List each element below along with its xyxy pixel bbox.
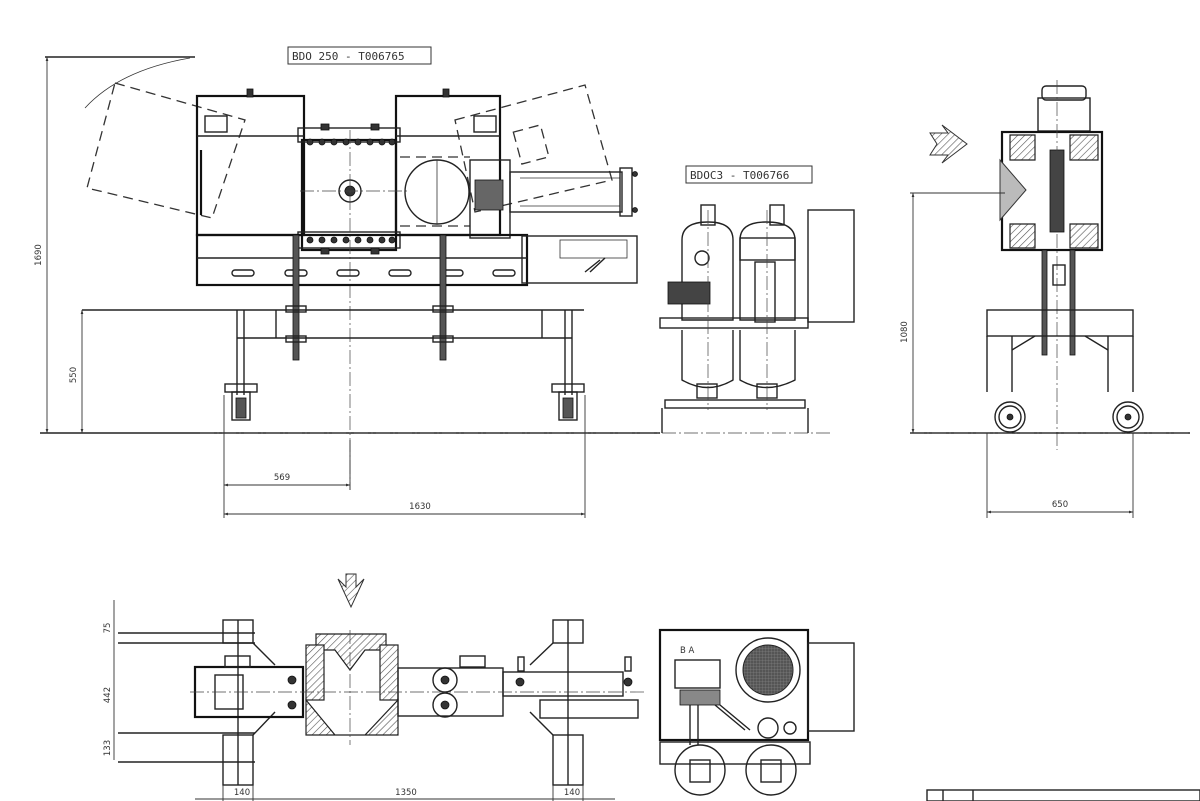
door-swing-left — [86, 82, 246, 219]
dimension-650: 650 — [986, 433, 1134, 518]
swing-arc — [84, 57, 191, 109]
dimension-133: 133 — [103, 740, 113, 756]
dimension-1690: 1690 — [34, 56, 49, 434]
dimension-140-left: 140 — [234, 788, 250, 798]
front-view: BDO 250 - T006765 — [34, 46, 830, 518]
bolt-row-bottom — [306, 236, 396, 244]
dimension-1630: 1630 — [223, 395, 586, 518]
press-base — [195, 233, 529, 287]
hydraulic-unit-label: BDOC3 - T006766 — [685, 165, 813, 184]
svg-text:442: 442 — [103, 687, 113, 703]
hydraulic-unit-top: B A — [658, 628, 855, 796]
title-block — [926, 789, 1200, 801]
dimension-1080: 1080 — [900, 192, 1005, 434]
dimension-569: 569 — [223, 395, 351, 518]
control-cabinet — [807, 209, 855, 323]
svg-text:550: 550 — [69, 367, 79, 383]
press-unit-label: BDO 250 - T006765 — [287, 46, 432, 65]
cylinder-top — [502, 671, 624, 697]
stand-frame — [82, 309, 584, 395]
base-slots — [231, 269, 516, 277]
svg-text:133: 133 — [103, 740, 113, 756]
dimension-row-bottom: 140 1350 140 — [195, 785, 615, 801]
svg-text:1690: 1690 — [34, 244, 44, 266]
dimension-1350: 1350 — [395, 788, 417, 798]
side-stand — [986, 309, 1134, 392]
hydraulic-unit-front: BDOC3 - T006766 — [659, 165, 855, 433]
lightning-arrow-icon — [584, 257, 606, 273]
port-labels: B A — [680, 646, 695, 656]
dimension-550: 550 — [69, 309, 84, 434]
left-housing — [195, 94, 306, 237]
caster-side-right — [1112, 401, 1144, 433]
view-arrow-down-icon — [337, 573, 365, 609]
svg-text:1630: 1630 — [409, 502, 431, 512]
fan-grille — [742, 644, 794, 696]
svg-text:BDO 250 - T006765: BDO 250 - T006765 — [292, 50, 405, 63]
dimension-75: 75 — [103, 600, 115, 760]
motor-right — [739, 221, 796, 321]
svg-text:569: 569 — [274, 473, 290, 483]
svg-text:650: 650 — [1052, 500, 1068, 510]
pressure-gauge — [694, 250, 710, 266]
hydraulic-cylinder — [509, 171, 623, 213]
chamber-top-section — [315, 633, 387, 671]
electrical-box — [521, 235, 638, 284]
svg-text:BDOC3 - T006766: BDOC3 - T006766 — [690, 169, 789, 182]
dimension-442: 442 — [103, 687, 113, 703]
bolt-row-top — [306, 138, 396, 146]
svg-text:75: 75 — [103, 623, 113, 634]
view-arrow-right-icon — [929, 124, 968, 164]
caster-side-left — [994, 401, 1026, 433]
caster-right — [551, 383, 585, 421]
svg-text:1080: 1080 — [900, 321, 910, 343]
filter-chamber — [300, 138, 398, 252]
door-swing-right — [454, 84, 613, 213]
top-view: 75 442 133 140 1350 140 — [103, 573, 645, 801]
tank-left — [681, 221, 734, 321]
side-view: 1080 650 — [900, 80, 1190, 518]
dimension-140-right: 140 — [564, 788, 580, 798]
right-housing — [394, 94, 502, 237]
caster-left — [224, 383, 258, 421]
